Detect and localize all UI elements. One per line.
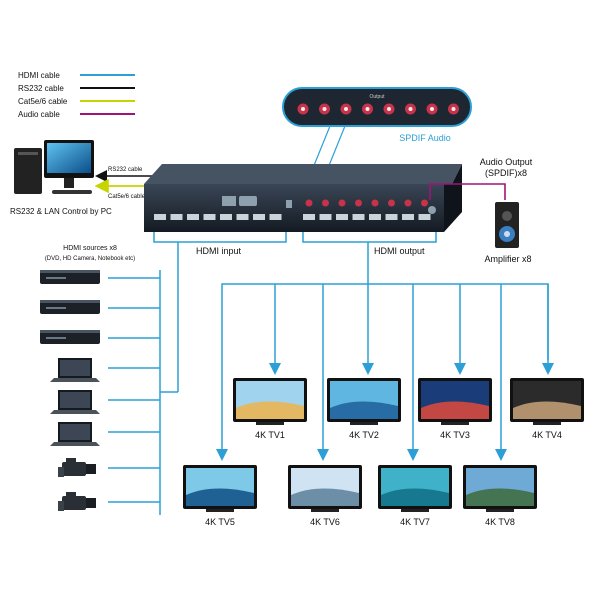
tv-5: 4K TV5 (183, 465, 257, 527)
hdmi-matrix-switcher (144, 164, 462, 232)
rs232-port (239, 196, 257, 206)
matrix-top (144, 164, 462, 184)
dvd-player-icon (40, 270, 100, 284)
hdmi-sources: HDMI sources x8 (DVD, HD Camera, Noteboo… (40, 245, 178, 515)
output-distribution (216, 283, 554, 461)
tv-7: 4K TV7 (378, 465, 452, 527)
audio-out-jack (338, 199, 346, 207)
tv-4: 4K TV4 (510, 378, 584, 440)
legend-hdmi-label: HDMI cable (18, 71, 60, 80)
tv-label: 4K TV6 (310, 517, 340, 527)
cat-cable-label: Cat5e/6 cable (108, 194, 146, 200)
hdmi-output-port (402, 214, 414, 220)
pc-keyboard (52, 190, 92, 194)
dvd-player-icon (40, 330, 100, 344)
dvd-player-icon (40, 300, 100, 314)
tv-label: 4K TV3 (440, 430, 470, 440)
camera-icon (58, 458, 96, 477)
legend-audio-label: Audio cable (18, 110, 60, 119)
audio-output-title-2: (SPDIF)x8 (485, 168, 527, 178)
hdmi-output-label: HDMI output (374, 246, 425, 256)
audio-out-jack (421, 199, 428, 207)
spdif-header: Output (369, 94, 385, 100)
matrix-body (144, 184, 444, 232)
amplifier-label: Amplifier x8 (484, 254, 531, 264)
audio-out-jack (305, 199, 313, 207)
tv-8: 4K TV8 (463, 465, 537, 527)
tv-label: 4K TV2 (349, 430, 379, 440)
power-jack (428, 206, 436, 214)
audio-cable (429, 183, 506, 200)
pc-label: RS232 & LAN Control by PC (10, 207, 112, 216)
hdmi-input-port (269, 214, 282, 220)
tv-label: 4K TV8 (485, 517, 515, 527)
hdmi-input-port (203, 214, 216, 220)
hdmi-input-label: HDMI input (196, 246, 242, 256)
pc-monitor-screen (47, 143, 91, 173)
spdif-panel (282, 87, 472, 127)
tv-label: 4K TV5 (205, 517, 235, 527)
sources-title-1: HDMI sources x8 (63, 245, 117, 252)
hdmi-input-port (253, 214, 265, 220)
tv-displays: 4K TV1 4K TV2 4K TV3 4K TV4 4K TV5 4K TV6 4K T… (183, 378, 584, 527)
hdmi-input-port (154, 214, 166, 220)
tv-label: 4K TV4 (532, 430, 562, 440)
tv-1: 4K TV1 (233, 378, 307, 440)
hdmi-input-port (236, 214, 249, 220)
laptop-icon (50, 358, 100, 382)
cable-legend: HDMI cable RS232 cable Cat5e/6 cable Aud… (18, 71, 135, 119)
audio-output-title-1: Audio Output (480, 157, 533, 167)
hdmi-output-port (385, 214, 398, 220)
power-switch (286, 200, 292, 208)
spdif-bar: Output SPDIF Audio (282, 87, 472, 201)
audio-out-jack (371, 199, 379, 207)
audio-out-jack (355, 199, 362, 207)
sources-title-2: (DVD, HD Camera, Notebook etc) (45, 256, 135, 262)
rs232-cable-label: RS232 cable (108, 167, 143, 173)
hdmi-output-port (336, 214, 348, 220)
hdmi-output-port (418, 214, 431, 220)
legend-cat-label: Cat5e/6 cable (18, 97, 68, 106)
hdmi-output-port (369, 214, 381, 220)
audio-out-jack (404, 199, 412, 207)
control-pc: RS232 & LAN Control by PC (10, 140, 112, 216)
lan-port (222, 196, 236, 206)
laptop-icon (50, 422, 100, 446)
amplifier: Audio Output (SPDIF)x8 Amplifier x8 (480, 157, 533, 264)
camera-icon (58, 492, 96, 511)
tv-2: 4K TV2 (327, 378, 401, 440)
spdif-label: SPDIF Audio (399, 133, 451, 143)
hdmi-output-port (352, 214, 365, 220)
audio-out-jack (322, 199, 329, 207)
hdmi-input-port (170, 214, 183, 220)
port-brackets: HDMI input HDMI output (153, 232, 437, 392)
hdmi-output-port (303, 214, 315, 220)
legend-rs232-label: RS232 cable (18, 84, 64, 93)
hdmi-input-port (187, 214, 199, 220)
tv-3: 4K TV3 (418, 378, 492, 440)
tv-label: 4K TV1 (255, 430, 285, 440)
hdmi-output-port (319, 214, 332, 220)
tv-6: 4K TV6 (288, 465, 362, 527)
laptop-icon (50, 390, 100, 414)
tv-label: 4K TV7 (400, 517, 430, 527)
hdmi-input-port (220, 214, 232, 220)
pc-tower (14, 148, 42, 194)
audio-out-jack (388, 199, 395, 207)
